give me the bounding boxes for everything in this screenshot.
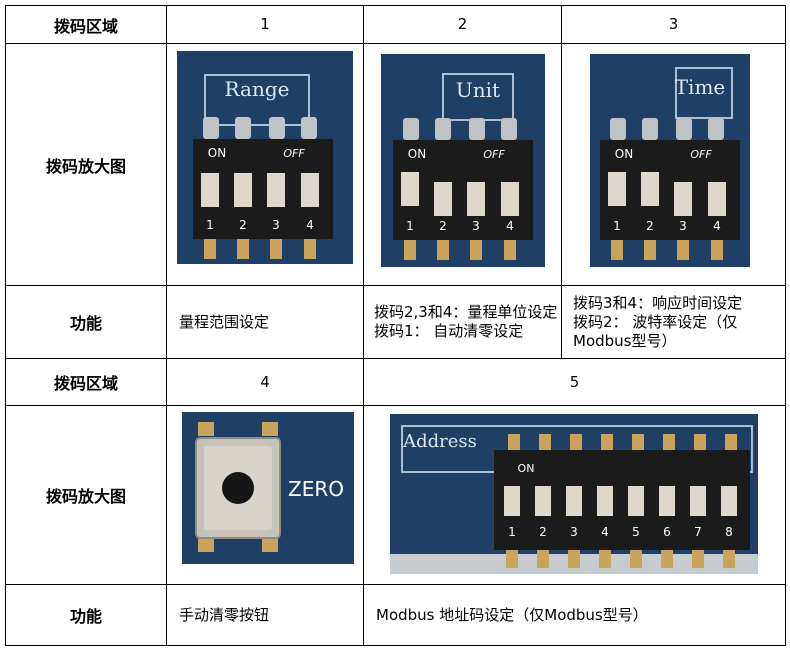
switch-number: 1 bbox=[206, 218, 214, 232]
switch-number: 7 bbox=[694, 525, 702, 539]
function-zone-3: 拨码3和4：响应时间设定 拨码2： 波特率设定（仅Modbus型号） bbox=[561, 285, 786, 359]
dip-switch-photo-unit: Unit ON OFF 1 2 3 4 bbox=[381, 54, 545, 267]
function-zone-4: 手动清零按钮 bbox=[166, 584, 364, 646]
on-label: ON bbox=[615, 147, 633, 161]
dip-switch-photo-range: Range ON OFF 1 2 3 4 bbox=[177, 51, 353, 264]
off-label: OFF bbox=[483, 148, 505, 161]
switch-number: 1 bbox=[508, 525, 516, 539]
zone-number-2: 2 bbox=[363, 5, 562, 44]
switch-number: 1 bbox=[613, 219, 621, 233]
row-header-function-2: 功能 bbox=[5, 584, 167, 646]
address-label: Address bbox=[402, 431, 477, 452]
zone-number-4: 4 bbox=[166, 358, 364, 406]
zone-number-5: 5 bbox=[363, 358, 786, 406]
on-label: ON bbox=[518, 462, 535, 475]
switch-number: 4 bbox=[601, 525, 609, 539]
row-header-function: 功能 bbox=[5, 285, 167, 359]
row-header-zone: 拨码区域 bbox=[5, 5, 167, 44]
switch-number: 4 bbox=[506, 219, 514, 233]
switch-number: 2 bbox=[539, 525, 547, 539]
range-label: Range bbox=[225, 77, 290, 101]
zero-button-photo: ZERO bbox=[182, 412, 354, 564]
zero-label: ZERO bbox=[288, 477, 344, 501]
off-label: OFF bbox=[690, 148, 712, 161]
switch-number: 3 bbox=[679, 219, 687, 233]
on-label: ON bbox=[208, 146, 226, 160]
zone-number-1: 1 bbox=[166, 5, 364, 44]
on-label: ON bbox=[408, 147, 426, 161]
switch-number: 6 bbox=[663, 525, 671, 539]
function-zone-2: 拨码2,3和4：量程单位设定 拨码1： 自动清零设定 bbox=[363, 285, 562, 359]
switch-number: 2 bbox=[646, 219, 654, 233]
switch-number: 4 bbox=[306, 218, 314, 232]
switch-number: 8 bbox=[725, 525, 733, 539]
zone-number-3: 3 bbox=[561, 5, 786, 44]
switch-number: 2 bbox=[439, 219, 447, 233]
switch-number: 2 bbox=[239, 218, 247, 232]
switch-number: 3 bbox=[570, 525, 578, 539]
address-dip-switch-photo: Address ON bbox=[390, 414, 758, 574]
switch-number: 5 bbox=[632, 525, 640, 539]
row-header-zone-2: 拨码区域 bbox=[5, 358, 167, 406]
zero-button-cap bbox=[222, 472, 254, 504]
switch-number: 1 bbox=[406, 219, 414, 233]
dip-switch-photo-time: Time ON OFF 1 2 3 4 bbox=[590, 54, 750, 267]
unit-label: Unit bbox=[456, 78, 500, 102]
time-label: Time bbox=[675, 75, 726, 99]
function-zone-5: Modbus 地址码设定（仅Modbus型号） bbox=[363, 584, 786, 646]
switch-number: 3 bbox=[272, 218, 280, 232]
switch-number: 4 bbox=[713, 219, 721, 233]
row-header-image-2: 拨码放大图 bbox=[5, 405, 167, 585]
function-zone-1: 量程范围设定 bbox=[166, 285, 364, 359]
off-label: OFF bbox=[283, 147, 305, 160]
switch-number: 3 bbox=[472, 219, 480, 233]
row-header-image: 拨码放大图 bbox=[5, 43, 167, 286]
